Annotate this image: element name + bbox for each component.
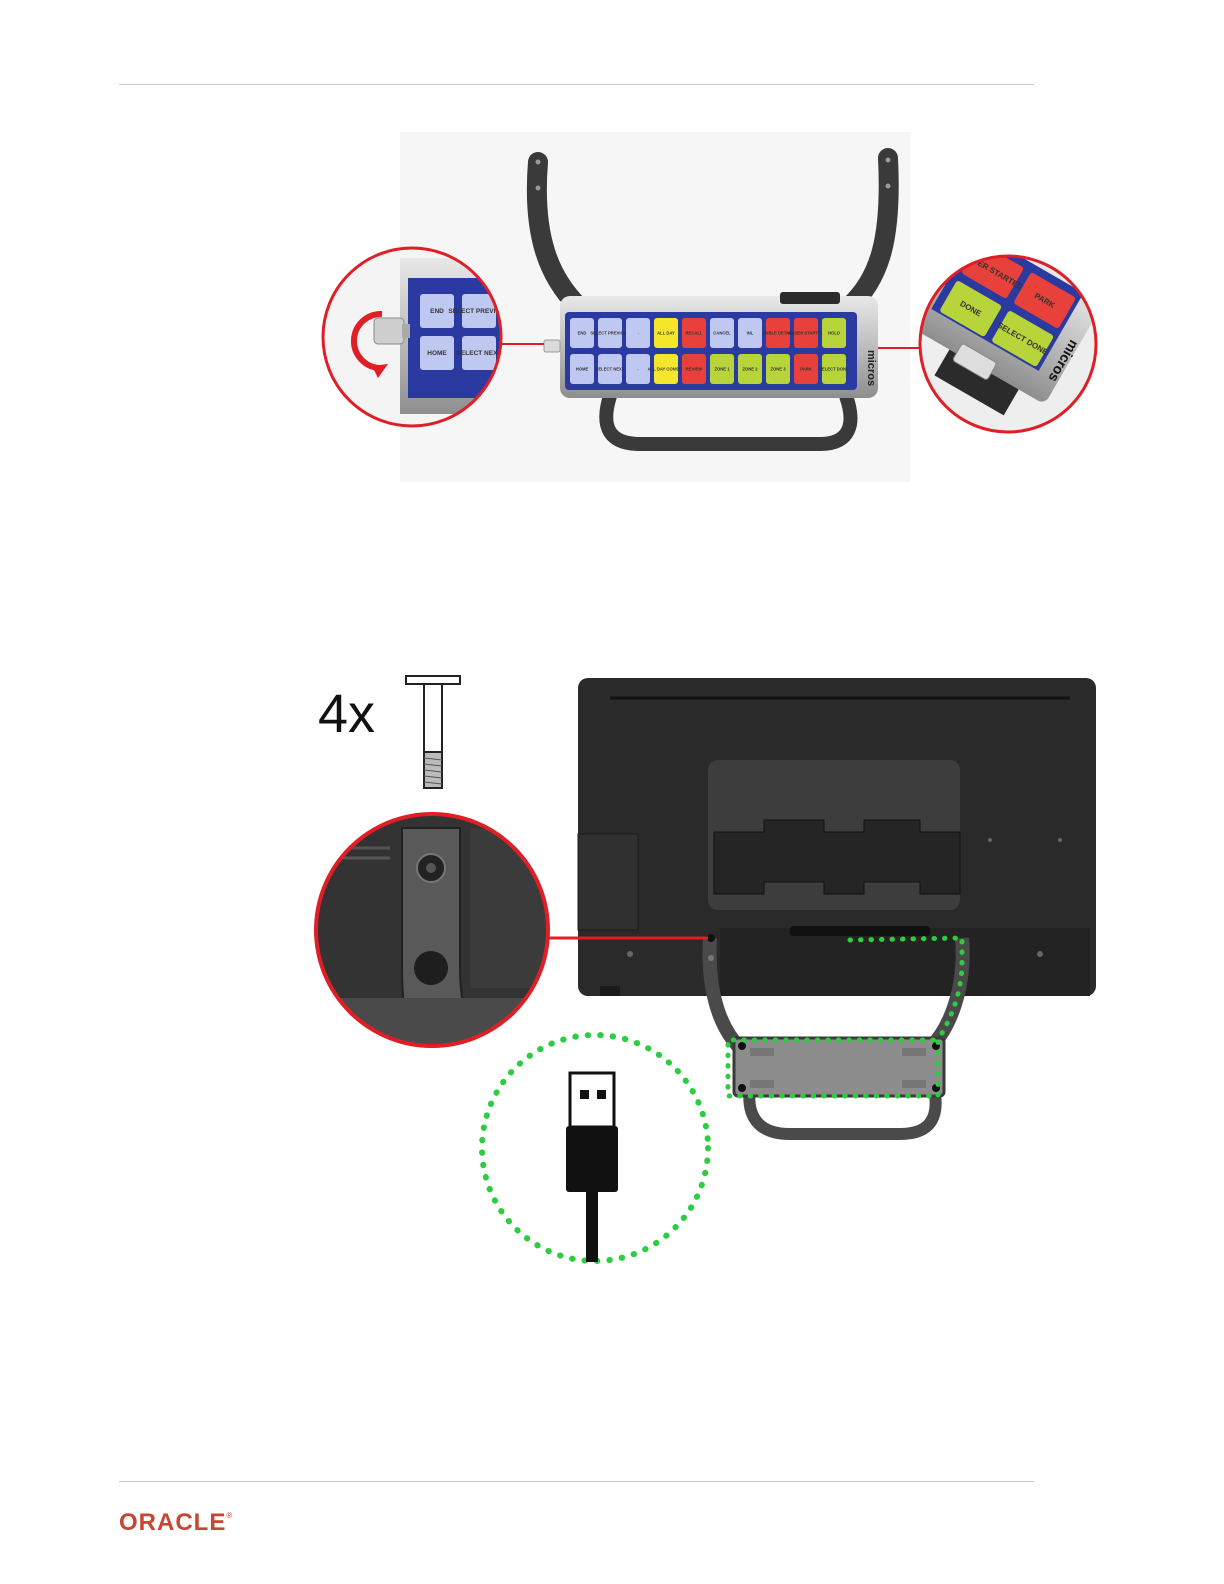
keypad-key: ZONE 3 [766,354,790,384]
screw-count-label: 4x [318,684,375,744]
keypad-key: → [626,318,650,348]
keypad-key-label: REVIEW [686,366,703,371]
keypad-key-label: HOLD [828,330,840,335]
keypad-key-label: PARK [800,366,812,371]
oracle-logo: ORACLE® [119,1509,233,1537]
keypad-key: SELECT DONE [819,354,849,384]
keypad-key-label: INL [747,330,754,335]
zoom-callout-screw [310,798,570,1068]
keypad-key-label: ALL DAY [657,330,675,335]
header-rule [119,84,1034,85]
keypad-key-label: ZONE 3 [770,366,786,371]
footer-rule [119,1481,1034,1482]
monitor-figure: 4x [310,668,1110,1268]
keypad-key: HOME [570,354,594,384]
keypad-key-label: END [578,330,587,335]
keypad-key: HOME [420,336,454,370]
keypad-key-label: END [430,308,444,315]
screw-icon [406,676,460,788]
keypad-key-label: ZONE 2 [742,366,758,371]
brand-label: micros [865,350,877,386]
keypad-key-label: ALL DAY CONSOL [648,366,685,371]
keypad-key-label: CANCEL [713,330,731,335]
monitor-back [578,678,1096,996]
keypad-key: HOLD [822,318,846,348]
keypad-key: ZONE 1 [710,354,734,384]
keypad-key-label: → [636,330,640,335]
keypad-key-label: ZONE 1 [714,366,730,371]
keypad-key-label: SELECT DONE [819,366,849,371]
keypad-key-label: HOME [576,366,589,371]
keypad-key: SELECT NEXT [596,354,625,384]
keypad-key-label: SELECT NEXT [457,350,502,357]
keypad-key: ALL DAY [654,318,678,348]
zoom-callout-usb [482,1035,708,1262]
keypad-key: INL [738,318,762,348]
keypad-key-label: ORDER STARTED [788,330,824,335]
keypad-key: SELECT NEXT [457,336,502,370]
keypad-key-label: SELECT NEXT [596,366,625,371]
keypad-key: CANCEL [710,318,734,348]
keypad-key: ← [626,354,650,384]
keypad-key: PARK [794,354,818,384]
keypad-key: ZONE 2 [738,354,762,384]
keypad-key-label: HOME [427,350,447,357]
keypad-key-label: SELECT PREVIOUS [590,330,630,335]
keypad-key: REVIEW [682,354,706,384]
keypad-key-label: RECALL [686,330,703,335]
keypad-key-label: ← [636,366,640,371]
keypad-key: RECALL [682,318,706,348]
